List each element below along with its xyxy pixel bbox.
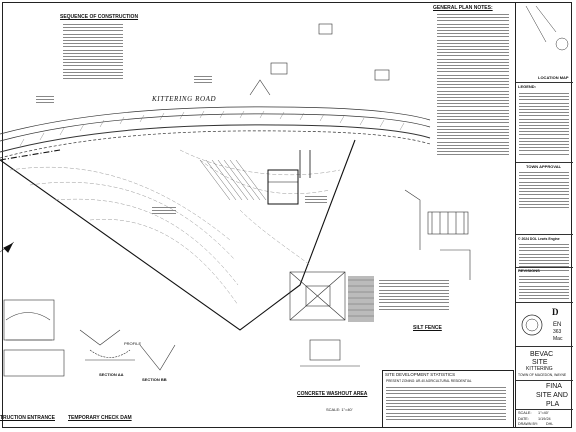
project-line-1: BEVAC bbox=[530, 351, 554, 358]
copyright-text: © 2024 DOL Lewis Engine bbox=[518, 237, 560, 241]
road-label: KITTERING ROAD bbox=[152, 95, 217, 103]
sheet-border bbox=[2, 2, 572, 428]
revisions-label: REVISIONS bbox=[518, 268, 540, 273]
concrete-washout-label: CONCRETE WASHOUT AREA bbox=[297, 391, 368, 397]
sequence-title: SEQUENCE OF CONSTRUCTION bbox=[60, 14, 139, 20]
site-stats-box: SITE DEVELOPMENT STATISTICS PRESENT ZONI… bbox=[382, 370, 514, 428]
sheet-title-1: FINA bbox=[546, 383, 562, 390]
general-notes-text bbox=[437, 14, 509, 157]
silt-fence-label: SILT FENCE bbox=[413, 325, 442, 331]
scale-field-value: 1"=40' bbox=[538, 411, 549, 415]
section-aa-label: SECTION AA bbox=[99, 372, 124, 377]
title-block: LOCATION MAP LEGEND: TOWN APPROVAL © 202… bbox=[515, 2, 573, 428]
site-stats-zoning: PRESENT ZONING: AR-40 AGRICULTURAL RESID… bbox=[386, 379, 472, 383]
project-line-4: TOWN OF MACEDON, WAYNE bbox=[518, 373, 567, 377]
general-notes-title: GENERAL PLAN NOTES: bbox=[433, 5, 493, 11]
location-map-label: LOCATION MAP bbox=[538, 75, 569, 80]
sheet-title-2: SITE AND bbox=[536, 392, 568, 399]
project-line-3: KITTERING bbox=[526, 366, 553, 372]
sheet-title-3: PLA bbox=[546, 401, 560, 408]
firm-line-2: 363 bbox=[553, 329, 562, 335]
legend-label: LEGEND: bbox=[518, 84, 536, 89]
site-stats-title: SITE DEVELOPMENT STATISTICS bbox=[385, 372, 456, 377]
title-block-graphics bbox=[525, 5, 569, 51]
date-field-label: DATE: bbox=[518, 417, 529, 421]
profile-label: PROFILE bbox=[124, 341, 142, 346]
construction-entrance-label: TRUCTION ENTRANCE bbox=[0, 415, 55, 421]
drawn-by-value: DHL bbox=[546, 422, 554, 426]
firm-initial: D bbox=[552, 307, 559, 317]
scale-field-label: SCALE: bbox=[518, 411, 532, 415]
scale-label: SCALE: 1"=40' bbox=[326, 407, 353, 412]
project-line-2: SITE bbox=[532, 359, 548, 366]
firm-line-3: Mac bbox=[553, 336, 563, 342]
sequence-text bbox=[63, 24, 123, 81]
temporary-check-dam-label: TEMPORARY CHECK DAM bbox=[68, 415, 132, 421]
date-field-value: 1/19/24 bbox=[538, 417, 551, 421]
section-bb-label: SECTION BB bbox=[142, 377, 167, 382]
construction-specs bbox=[379, 280, 449, 312]
drawn-by-label: DRAWN BY: bbox=[518, 422, 539, 426]
firm-line-1: EN bbox=[553, 322, 562, 328]
town-approval-label: TOWN APPROVAL bbox=[526, 164, 562, 169]
